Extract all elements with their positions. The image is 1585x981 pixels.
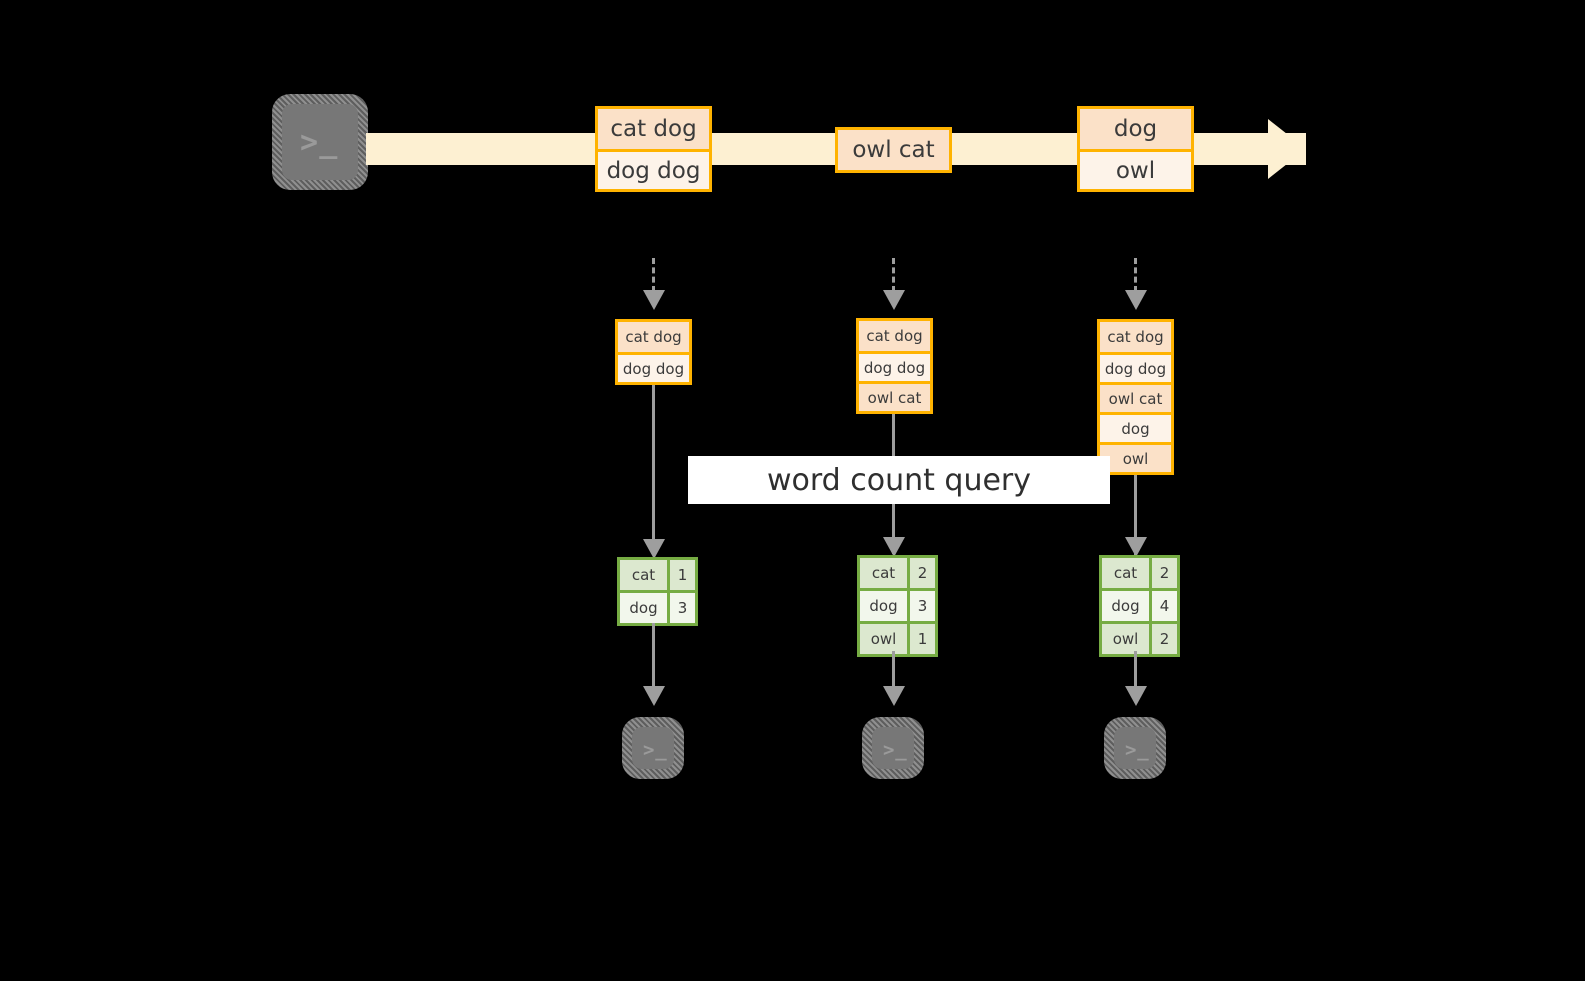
result-row: cat 1 (620, 560, 695, 590)
result-key: cat (1102, 558, 1149, 588)
input-row: dog dog (618, 352, 689, 382)
sink-terminal-icon-3: >_ (1104, 717, 1166, 779)
stream-event-line: owl cat (838, 130, 949, 170)
stream-event-line: owl (1080, 149, 1191, 189)
stream-event-line: dog (1080, 109, 1191, 149)
trigger-connector-1 (652, 258, 655, 292)
query-connector-1 (652, 385, 655, 555)
input-table-1[interactable]: cat dog dog dog (615, 319, 692, 385)
result-row: dog 3 (860, 588, 935, 621)
result-value: 1 (667, 560, 695, 590)
sink-connector-3 (1134, 651, 1137, 701)
input-row: cat dog (859, 321, 930, 351)
result-row: owl 2 (1102, 621, 1177, 654)
result-key: cat (620, 560, 667, 590)
result-row: dog 4 (1102, 588, 1177, 621)
trigger-connector-3 (1134, 258, 1137, 292)
result-row: dog 3 (620, 590, 695, 623)
result-value: 3 (667, 593, 695, 623)
result-row: cat 2 (860, 558, 935, 588)
result-value: 2 (907, 558, 935, 588)
sink-terminal-icon-1: >_ (622, 717, 684, 779)
input-row: cat dog (618, 322, 689, 352)
sink-connector-arrowhead-1 (643, 686, 665, 706)
result-key: dog (620, 593, 667, 623)
trigger-connector-arrowhead-1 (643, 290, 665, 310)
query-connector-arrowhead-2 (883, 537, 905, 557)
stream-event-line: dog dog (598, 149, 709, 189)
stream-event-line: cat dog (598, 109, 709, 149)
stream-event-group-3[interactable]: dog owl (1077, 106, 1194, 192)
result-table-2[interactable]: cat 2 dog 3 owl 1 (857, 555, 938, 657)
result-value: 4 (1149, 591, 1177, 621)
sink-connector-1 (652, 623, 655, 701)
input-table-3[interactable]: cat dog dog dog owl cat dog owl (1097, 319, 1174, 475)
terminal-prompt-glyph: >_ (1125, 739, 1150, 761)
terminal-prompt-glyph: >_ (643, 739, 668, 761)
result-table-3[interactable]: cat 2 dog 4 owl 2 (1099, 555, 1180, 657)
result-key: dog (860, 591, 907, 621)
terminal-face (1114, 727, 1156, 769)
result-row: owl 1 (860, 621, 935, 654)
input-row: owl cat (1100, 382, 1171, 412)
result-key: dog (1102, 591, 1149, 621)
terminal-prompt-glyph: >_ (300, 125, 339, 160)
trigger-connector-arrowhead-3 (1125, 290, 1147, 310)
input-row: dog dog (859, 351, 930, 381)
input-row: cat dog (1100, 322, 1171, 352)
sink-connector-2 (892, 651, 895, 701)
result-value: 2 (1149, 558, 1177, 588)
input-row: dog (1100, 412, 1171, 442)
source-terminal-icon: >_ (272, 94, 368, 190)
result-value: 2 (1149, 624, 1177, 654)
terminal-prompt-glyph: >_ (883, 739, 908, 761)
event-stream-arrow-head (1268, 119, 1306, 179)
result-key: owl (1102, 624, 1149, 654)
terminal-face (632, 727, 674, 769)
result-key: owl (860, 624, 907, 654)
result-row: cat 2 (1102, 558, 1177, 588)
trigger-connector-arrowhead-2 (883, 290, 905, 310)
sink-connector-arrowhead-3 (1125, 686, 1147, 706)
trigger-connector-2 (892, 258, 895, 292)
input-table-2[interactable]: cat dog dog dog owl cat (856, 318, 933, 414)
input-row: dog dog (1100, 352, 1171, 382)
query-connector-3 (1134, 475, 1137, 555)
query-label: word count query (688, 456, 1110, 504)
input-row: owl (1100, 442, 1171, 472)
result-value: 3 (907, 591, 935, 621)
query-connector-arrowhead-3 (1125, 537, 1147, 557)
sink-terminal-icon-2: >_ (862, 717, 924, 779)
result-key: cat (860, 558, 907, 588)
query-connector-arrowhead-1 (643, 539, 665, 559)
terminal-face (282, 104, 358, 180)
stream-event-group-2[interactable]: owl cat (835, 127, 952, 173)
sink-connector-arrowhead-2 (883, 686, 905, 706)
terminal-face (872, 727, 914, 769)
result-value: 1 (907, 624, 935, 654)
stream-event-group-1[interactable]: cat dog dog dog (595, 106, 712, 192)
input-row: owl cat (859, 381, 930, 411)
result-table-1[interactable]: cat 1 dog 3 (617, 557, 698, 626)
